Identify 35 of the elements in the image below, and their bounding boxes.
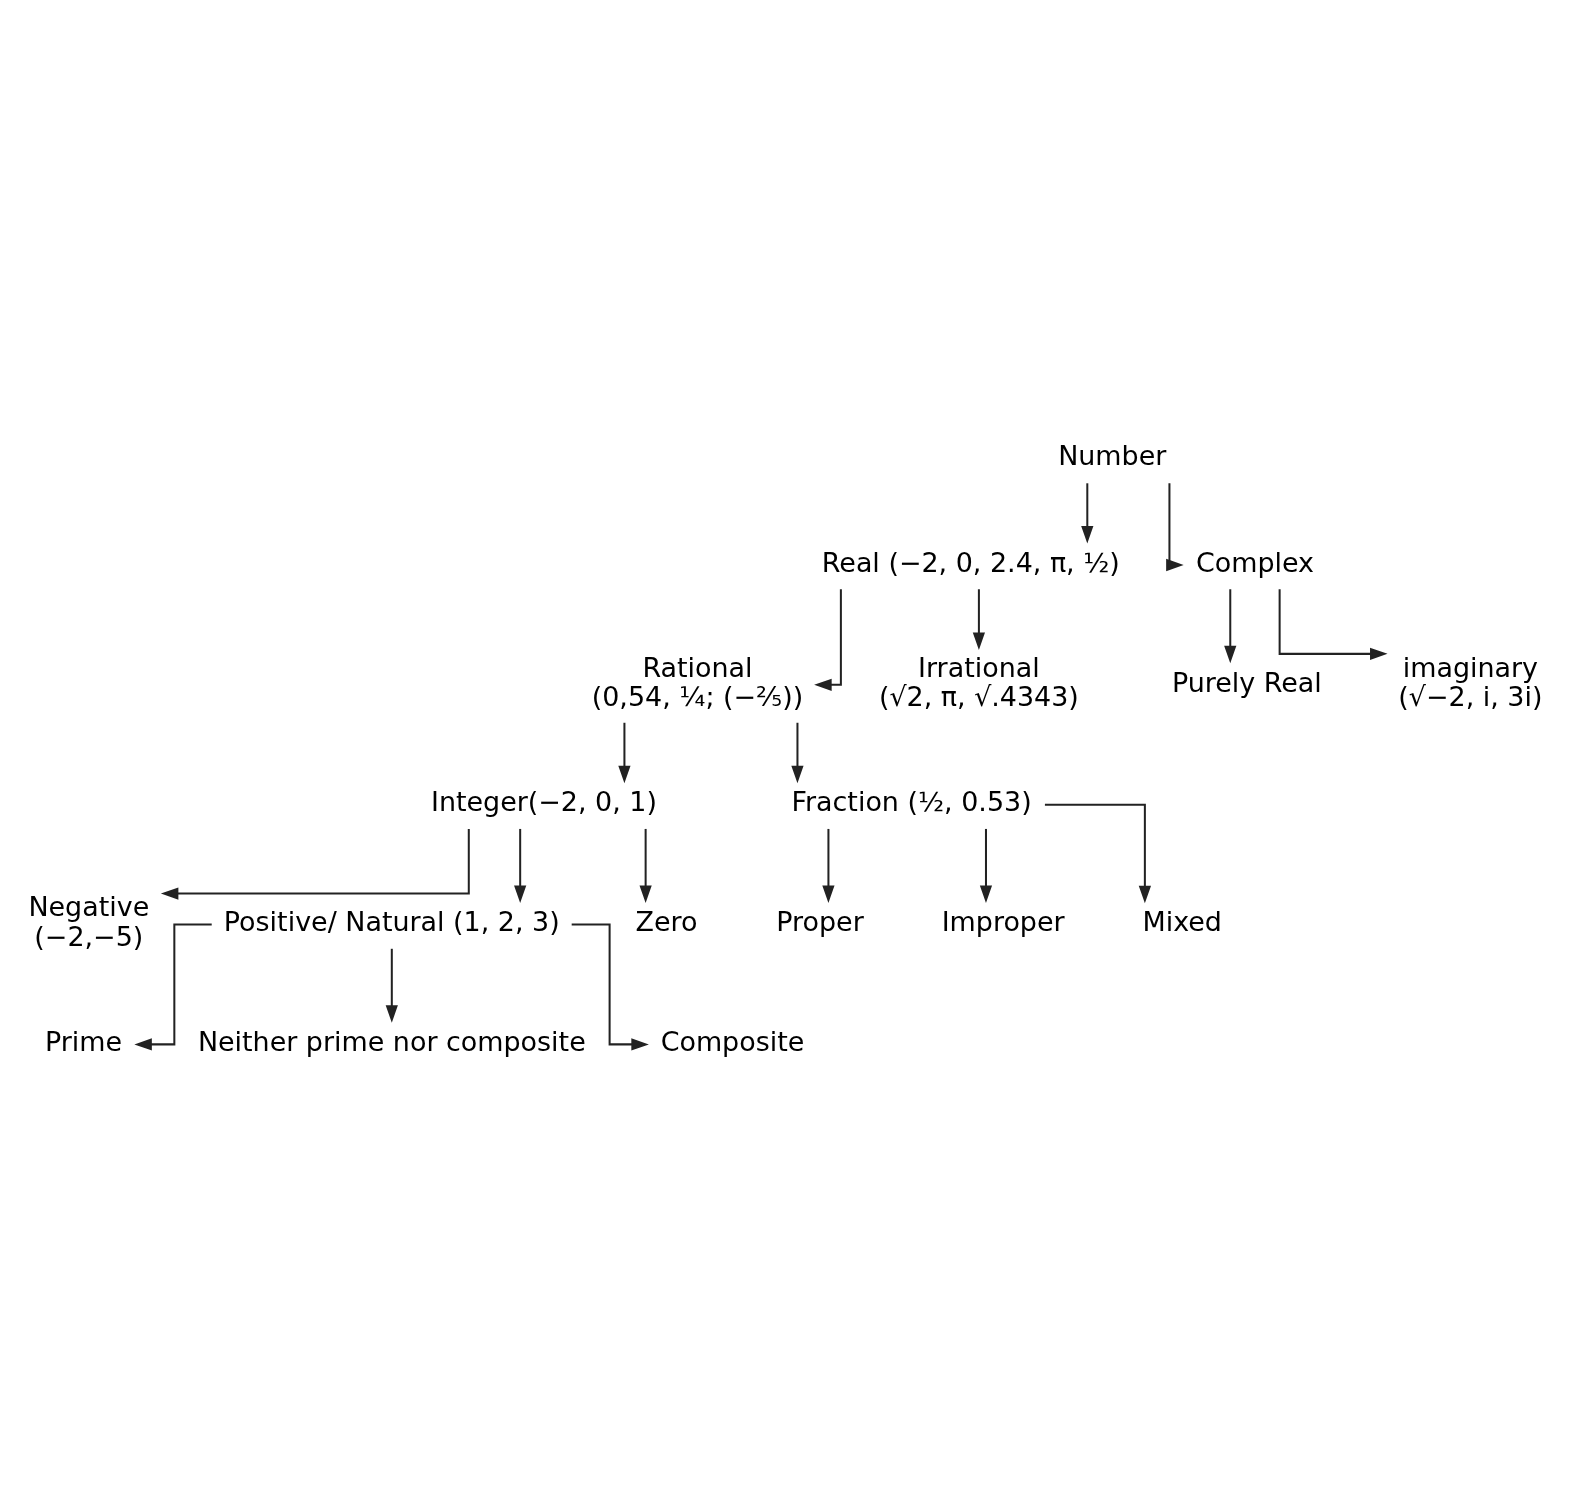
node-text: Composite xyxy=(660,1025,805,1057)
node-text: imaginary (√−2, i, 3i) xyxy=(1398,651,1543,712)
node-text: Prime xyxy=(44,1025,122,1057)
node-text: Purely Real xyxy=(1171,666,1322,698)
node-text: Mixed xyxy=(1142,905,1222,937)
arrow xyxy=(1224,588,1237,663)
node-text: Negative (−2,−5) xyxy=(28,890,150,952)
arrow xyxy=(979,828,993,903)
arrow xyxy=(822,828,835,903)
node-text: Proper xyxy=(776,905,864,937)
node-text: Neither prime nor composite xyxy=(197,1025,586,1057)
arrow xyxy=(134,923,212,1050)
node-text: Improper xyxy=(941,905,1065,937)
arrow xyxy=(791,722,804,783)
node-text: Positive/ Natural (1, 2, 3) xyxy=(223,905,560,937)
arrow xyxy=(639,828,652,903)
node-text: Integer(−2, 0, 1) xyxy=(430,785,657,817)
node-text: Rational (0,54, ¼; (−⅖)) xyxy=(591,651,804,712)
arrow xyxy=(972,588,986,650)
arrow xyxy=(1278,588,1388,660)
arrow xyxy=(514,828,527,903)
node-text: Complex xyxy=(1195,546,1314,578)
node-text: Fraction (½, 0.53) xyxy=(791,785,1032,817)
arrow xyxy=(618,722,631,783)
node-text: Zero xyxy=(635,905,698,937)
node-text: Irrational (√2, π, √.4343) xyxy=(878,651,1079,712)
arrow xyxy=(814,588,842,691)
arrow xyxy=(385,948,398,1023)
arrow xyxy=(1044,803,1151,903)
node-text: Real (−2, 0, 2.4, π, ½) xyxy=(821,546,1120,578)
arrow xyxy=(571,923,649,1050)
arrow xyxy=(160,828,470,900)
node-text: Number xyxy=(1058,439,1167,471)
arrow xyxy=(1081,482,1094,544)
arrow xyxy=(1166,482,1184,571)
